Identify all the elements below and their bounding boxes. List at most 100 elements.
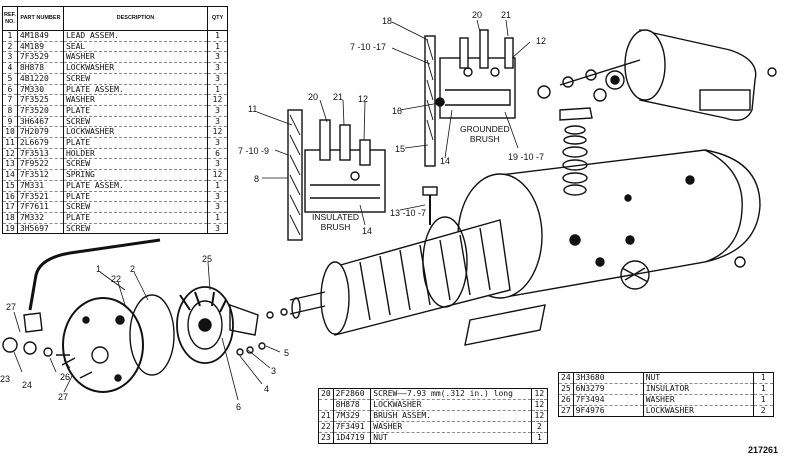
ref-no-cell: 18: [2, 212, 18, 224]
ref-no-cell: 21: [318, 410, 334, 422]
leader-lines: [13, 19, 531, 401]
end-cover: [62, 286, 259, 393]
callout-4: 4: [264, 384, 270, 394]
drive-gear: [620, 256, 746, 290]
ref-no-cell: 7: [2, 94, 18, 106]
ref-no-cell: 1: [2, 30, 18, 42]
description-cell: PLATE ASSEM.: [63, 84, 208, 96]
part-number-cell: 7F7611: [17, 201, 64, 213]
callout-5: 5: [284, 348, 290, 358]
description-cell: NUT: [643, 372, 754, 384]
ref-no-cell: 12: [2, 148, 18, 160]
callout-23: 23: [0, 374, 11, 384]
qty-cell: 3: [207, 105, 228, 117]
part-number-cell: 4M1849: [17, 30, 64, 42]
qty-cell: 3: [207, 137, 228, 149]
part-number-cell: 7F3491: [333, 421, 372, 433]
description-cell: WASHER: [643, 394, 754, 406]
part-number-cell: 7H2079: [17, 126, 64, 139]
part-number-cell: 7F3513: [17, 148, 64, 160]
qty-cell: 2: [531, 421, 548, 433]
description-cell: WASHER: [63, 94, 208, 106]
part-number-cell: 9F4976: [573, 405, 644, 417]
description-cell: LOCKWASHER: [643, 405, 754, 417]
description-cell: SCREW: [63, 201, 208, 213]
callout-6: 6: [236, 402, 242, 412]
description-cell: INSULATOR: [643, 383, 754, 395]
description-cell: SPRING: [63, 169, 208, 181]
qty-cell: 3: [207, 51, 228, 64]
callout-19-10-7: 19 -10 -7: [508, 152, 545, 162]
ref-no-cell: 3: [2, 51, 18, 64]
callout-24: 24: [22, 380, 33, 390]
qty-cell: 12: [531, 388, 548, 400]
callout-21-mid: 21: [333, 92, 344, 102]
qty-cell: 3: [207, 62, 228, 74]
header-qty: QTY: [207, 6, 228, 31]
description-cell: PLATE: [63, 137, 208, 149]
callout-20-top: 20: [472, 10, 483, 20]
figure-number: 217261: [747, 445, 778, 455]
ref-no-cell: 9: [2, 116, 18, 128]
part-number-cell: 4B1220: [17, 73, 64, 85]
qty-cell: 3: [207, 158, 228, 171]
ref-no-cell: 4: [2, 62, 18, 74]
description-cell: SCREW: [63, 116, 208, 128]
ref-no-cell: [318, 399, 334, 411]
description-cell: SCREW: [63, 158, 208, 171]
insulated-brush-label-line2: BRUSH: [320, 222, 351, 232]
grounded-brush-label: GROUNDED BRUSH: [460, 124, 510, 144]
description-cell: SCREW: [63, 73, 208, 85]
qty-cell: 1: [207, 212, 228, 224]
callout-12-top: 12: [536, 36, 547, 46]
part-number-cell: 2L6679: [17, 137, 64, 149]
ref-no-cell: 14: [2, 169, 18, 181]
part-number-cell: 3H5697: [17, 223, 64, 235]
qty-cell: 12: [207, 169, 228, 181]
part-number-cell: 3H3680: [573, 372, 644, 384]
callout-16: 16: [392, 106, 403, 116]
qty-cell: 1: [753, 372, 774, 384]
header-part-number: PART NUMBER: [17, 6, 64, 31]
description-cell: LOCKWASHER: [370, 399, 532, 411]
part-number-cell: 4M189: [17, 41, 64, 53]
part-number-cell: 7F9522: [17, 158, 64, 171]
ref-no-cell: 15: [2, 180, 18, 192]
description-cell: PLATE: [63, 191, 208, 203]
description-cell: SCREW: [63, 223, 208, 235]
qty-cell: 12: [207, 126, 228, 139]
parts-list-header: REF. NO. PART NUMBER DESCRIPTION QTY: [2, 6, 228, 31]
insulated-brush-label: INSULATED BRUSH: [312, 212, 359, 232]
part-number-cell: 7F3494: [573, 394, 644, 406]
ref-no-cell: 23: [318, 432, 334, 444]
ref-no-cell: 2: [2, 41, 18, 53]
ref-no-cell: 24: [558, 372, 574, 384]
qty-cell: 1: [207, 30, 228, 42]
qty-cell: 2: [753, 405, 774, 417]
part-number-cell: 7F3525: [17, 94, 64, 106]
insulated-brush-detail: [287, 109, 386, 241]
description-cell: NUT: [370, 432, 532, 444]
ref-no-cell: 16: [2, 191, 18, 203]
qty-cell: 3: [207, 223, 228, 235]
description-cell: WASHER: [370, 421, 532, 433]
ref-no-cell: 17: [2, 201, 18, 213]
